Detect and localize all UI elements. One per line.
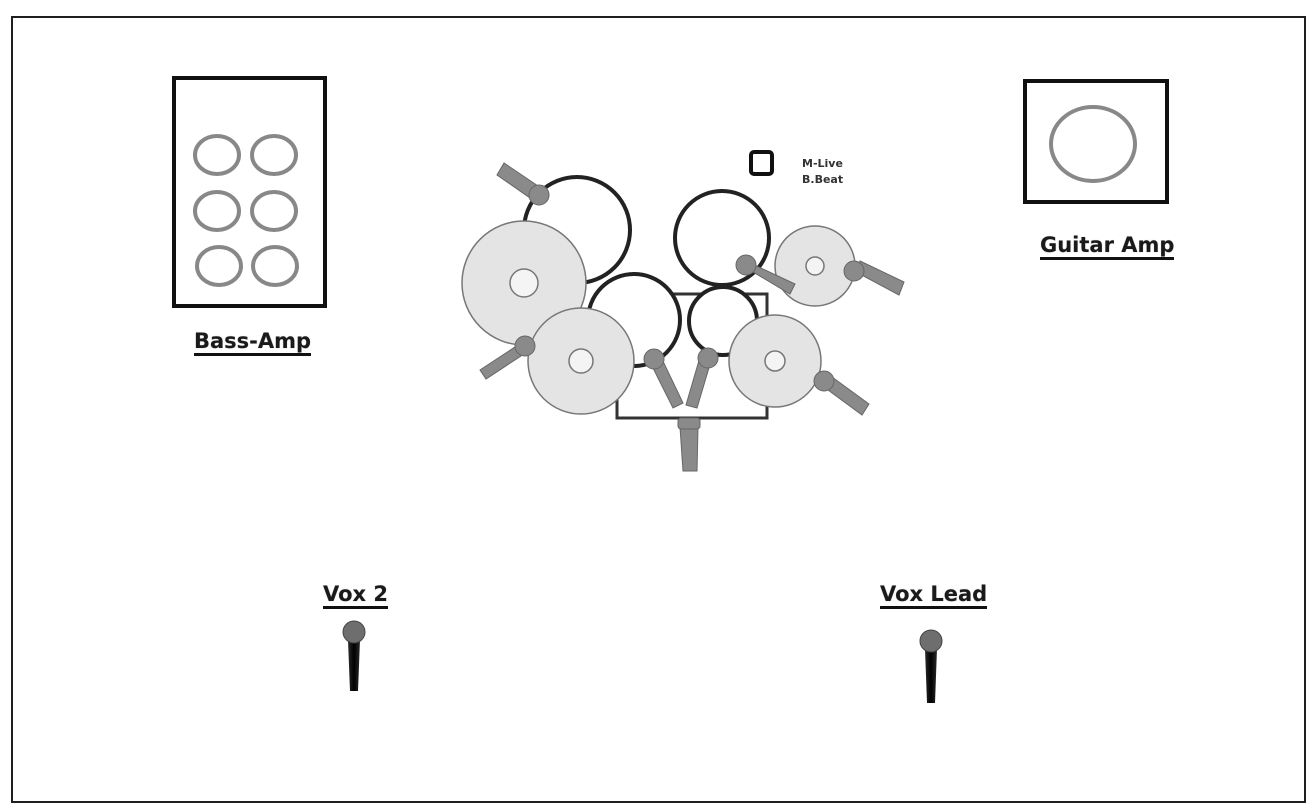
vox-lead-mic-icon bbox=[919, 629, 943, 703]
drum-mic-head bbox=[813, 370, 835, 392]
bass-speaker bbox=[250, 190, 298, 232]
vox-lead-label: Vox Lead bbox=[880, 583, 988, 610]
drum-mic-head bbox=[697, 347, 719, 369]
vox-2-mic-icon bbox=[342, 620, 366, 691]
drum-mic-head bbox=[735, 254, 757, 276]
cymbal-bell bbox=[764, 350, 786, 372]
cymbal-bell bbox=[568, 348, 594, 374]
stage-border bbox=[11, 16, 1306, 803]
bass-speaker bbox=[193, 190, 241, 232]
drum-mic-icon bbox=[479, 346, 522, 380]
guitar-amp bbox=[1023, 79, 1169, 204]
drum-mic-head bbox=[843, 260, 865, 282]
beat-box-icon bbox=[749, 150, 774, 176]
kick-mic-icon bbox=[679, 426, 699, 472]
bass-amp bbox=[172, 76, 327, 308]
beat-box-label-line1: M-Live bbox=[802, 157, 843, 170]
bass-speaker bbox=[251, 245, 299, 287]
guitar-amp-label: Guitar Amp bbox=[1040, 234, 1175, 261]
drum-kit bbox=[461, 162, 905, 472]
vox-2-label: Vox 2 bbox=[323, 583, 388, 610]
bass-amp-speakers bbox=[193, 134, 299, 287]
drum-mic-head bbox=[514, 335, 536, 357]
beat-box-label-line2: B.Beat bbox=[802, 172, 844, 186]
cymbal-bell bbox=[509, 268, 539, 298]
bass-amp-label: Bass-Amp bbox=[194, 330, 312, 357]
drum-mic-head bbox=[643, 348, 665, 370]
kick-mic-head bbox=[677, 417, 701, 430]
bass-speaker bbox=[193, 134, 241, 176]
beat-box-label: M-Live B.Beat bbox=[802, 156, 843, 188]
bass-speaker bbox=[195, 245, 243, 287]
bass-speaker bbox=[250, 134, 298, 176]
drum-mic-head bbox=[528, 184, 550, 206]
guitar-amp-speaker bbox=[1049, 105, 1137, 183]
cymbal-bell bbox=[805, 256, 825, 276]
